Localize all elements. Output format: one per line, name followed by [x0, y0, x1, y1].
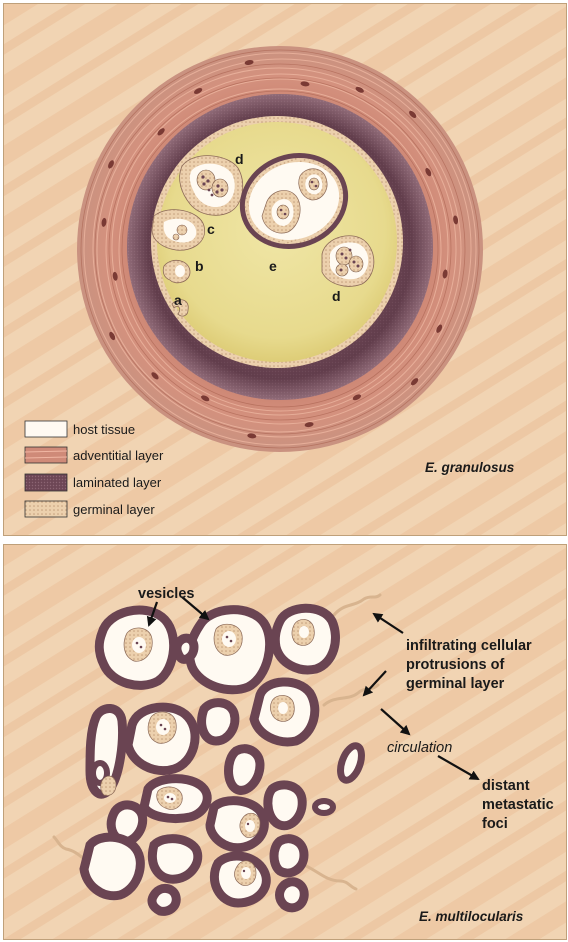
label-stage-e: e — [269, 258, 277, 274]
e-multilocularis-diagram: vesicles infiltrating cellular protrusio… — [4, 545, 566, 939]
species-label-multilocularis: E. multilocularis — [419, 909, 524, 924]
e-granulosus-diagram: a b c d d e host tissue adventitial laye… — [4, 4, 566, 535]
legend-label-germinal: germinal layer — [73, 502, 155, 517]
label-stage-c: c — [207, 221, 215, 237]
label-stage-b: b — [195, 258, 204, 274]
brood-capsule-stage-c — [152, 210, 205, 251]
brood-capsule-stage-d-right — [322, 236, 374, 287]
legend-swatch-adventitial — [25, 447, 67, 463]
label-vesicles: vesicles — [138, 586, 194, 602]
legend-swatch-germinal — [25, 501, 67, 517]
label-distant-line-2: metastatic — [482, 797, 554, 813]
label-circulation: circulation — [387, 740, 452, 756]
legend-label-host-tissue: host tissue — [73, 422, 135, 437]
label-infiltrating-line-1: infiltrating cellular — [406, 638, 532, 654]
label-infiltrating-line-2: protrusions of — [406, 657, 504, 673]
label-stage-a: a — [174, 292, 182, 308]
e-granulosus-panel: a b c d d e host tissue adventitial laye… — [3, 3, 567, 536]
legend-swatch-host-tissue — [25, 421, 67, 437]
label-distant-line-3: foci — [482, 816, 508, 832]
e-multilocularis-panel: vesicles infiltrating cellular protrusio… — [3, 544, 567, 940]
label-distant-line-1: distant — [482, 778, 530, 794]
label-stage-d-upper: d — [235, 151, 244, 167]
label-stage-d-right: d — [332, 288, 341, 304]
label-infiltrating-line-3: germinal layer — [406, 676, 505, 692]
species-label-granulosus: E. granulosus — [425, 460, 515, 475]
legend-swatch-laminated — [25, 474, 67, 491]
legend-label-adventitial: adventitial layer — [73, 448, 164, 463]
legend-label-laminated: laminated layer — [73, 475, 162, 490]
